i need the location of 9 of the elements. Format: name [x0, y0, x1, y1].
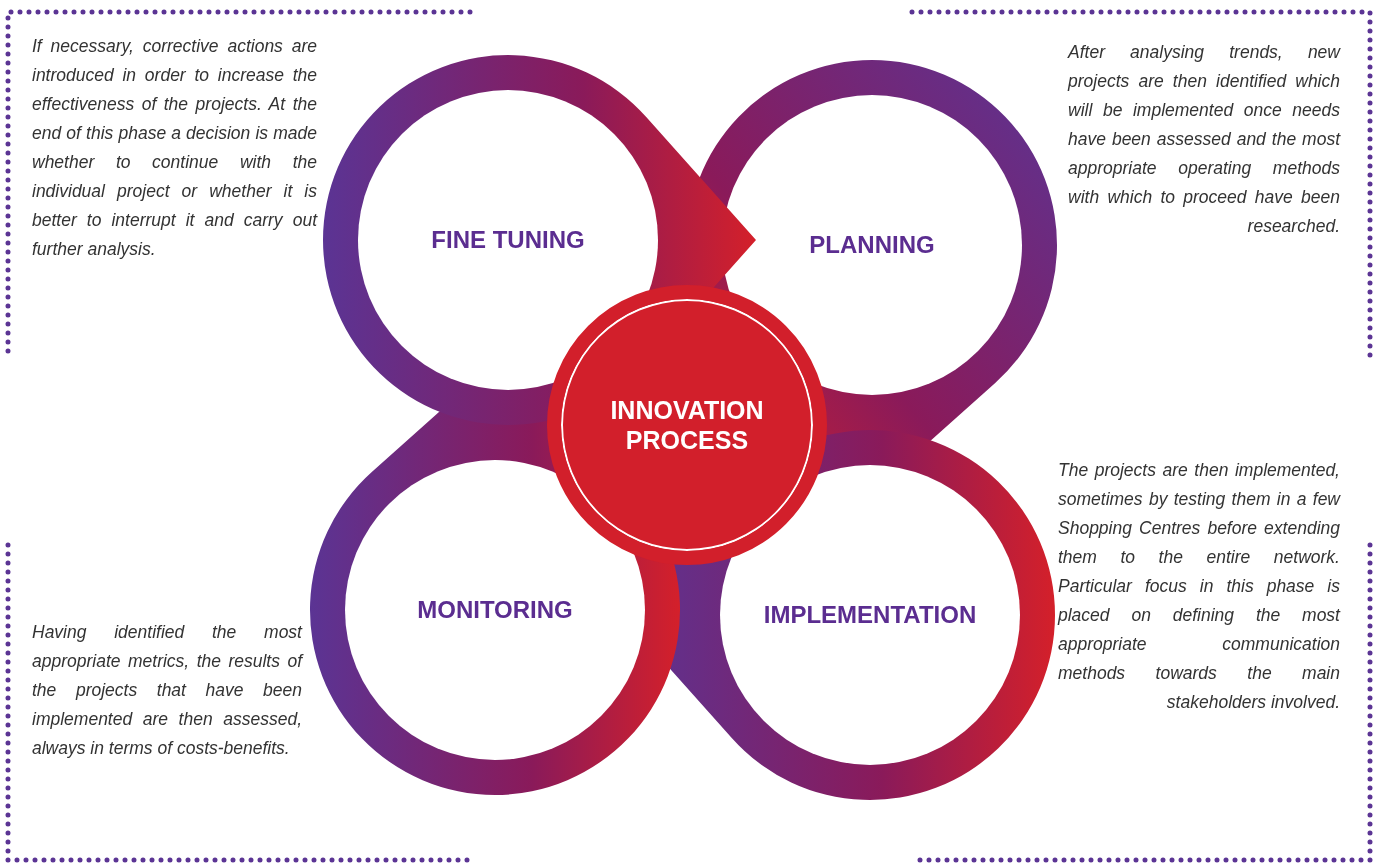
description-text: If necessary, corrective actions are introduced in order to increase the effectiveness of the projects. At the end of this phase a decision is made whether to continue with the individual project or whether it is better to interrupt it and carry out further analysis. — [32, 35, 317, 261]
node-label: IMPLEMENTATION — [763, 600, 977, 630]
node-label: FINE TUNING — [431, 225, 585, 255]
description-text: After analysing trends, new projects are then identified which will be implemented once needs have been assessed and the most appropriate operating methods with which to proceed have been researched. — [1068, 41, 1340, 238]
node-label: MONITORING — [417, 595, 573, 625]
node-label: PLANNING — [809, 230, 935, 260]
description-text: The projects are then implemented, sometimes by testing them in a few Shopping Centres before extending them to the entire network. Particular focus in this phase is placed on defining the most appropriate communication methods towards the main stakeholders involved. — [1058, 459, 1340, 714]
node-label: INNOVATION PROCESS — [609, 395, 765, 455]
description-text: Having identified the most appropriate metrics, the results of the projects that have been implemented are then assessed, always in terms of costs-benefits. — [32, 621, 302, 760]
